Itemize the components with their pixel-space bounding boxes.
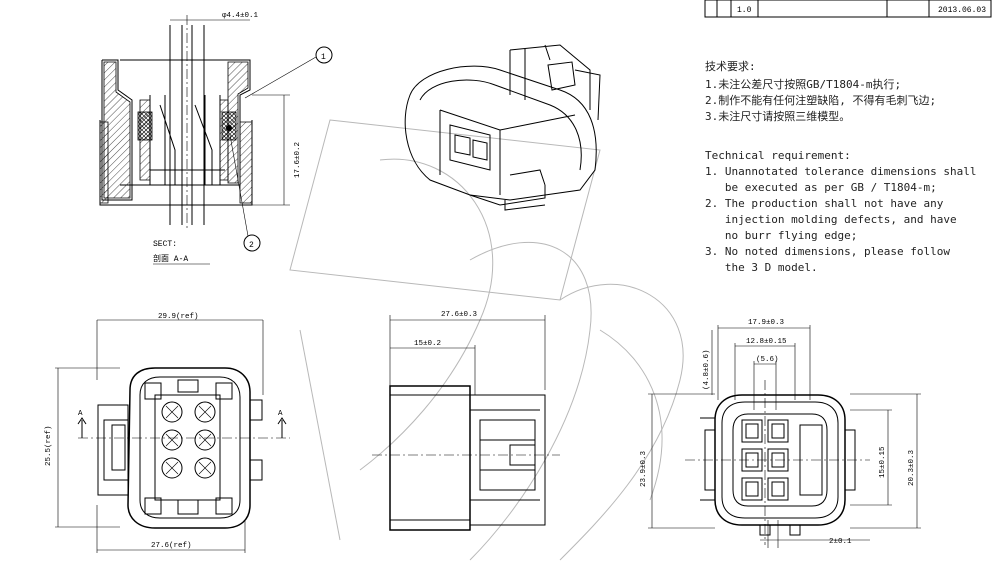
front-section-mark-right: A [278,410,283,418]
rear-dim-bottom: 2±0.1 [829,538,852,546]
requirements-en-heading: Technical requirement: [705,149,851,162]
rear-dim-vert-small: (4.8±0.6) [703,349,711,390]
rear-dim-top-1: 17.9±0.3 [748,319,785,327]
section-view: φ4.4±0.1 17.6±0.2 1 2 SECT: 剖面 A-A [99,12,333,265]
balloon-2 [243,234,261,252]
front-dim-left: 25.5(ref) [45,425,53,466]
title-block: 1.0 2013.06.03 [704,0,992,18]
front-view: 29.9(ref) 25.5(ref) 27.6(ref) [45,313,290,553]
balloon-1-text: 1 [321,53,326,62]
front-dim-bottom: 27.6(ref) [151,542,192,550]
front-section-mark-left: A [78,410,83,418]
requirements-en-item: 2. The production shall not have any inj… [705,197,957,242]
section-label-1: SECT: [153,240,177,249]
date-text: 2013.06.03 [938,6,986,15]
requirements-cn-item: 3.未注尺寸请按照三维模型。 [705,110,851,123]
isometric-view [404,44,601,211]
cavity-grid [161,401,216,479]
rear-dim-right-1: 15±0.15 [879,446,887,478]
rear-dim-right-2: 20.3±0.3 [908,449,916,486]
front-dim-top: 29.9(ref) [158,313,199,321]
balloon-1 [315,46,333,64]
rear-dim-left: 23.9±0.3 [640,450,648,487]
rear-view: 17.9±0.3 12.8±0.15 (5.6) (4.8±0.6) 23.9±… [640,319,921,548]
watermark [289,119,684,561]
rear-dim-top-3: (5.6) [756,356,779,364]
side-view: 27.6±0.3 15±0.2 [372,311,560,531]
requirements-en-item: 3. No noted dimensions, please follow th… [705,245,951,274]
requirements-cn-item: 2.制作不能有任何注塑缺陷, 不得有毛刺飞边; [705,94,937,107]
dim-diameter: φ4.4±0.1 [222,12,259,20]
side-dim-total: 27.6±0.3 [441,311,478,319]
dim-height: 17.6±0.2 [294,142,302,178]
rear-dim-top-2: 12.8±0.15 [746,338,787,346]
requirements-en-item: 1. Unannotated tolerance dimensions shal… [705,165,977,194]
balloon-2-text: 2 [249,241,254,250]
revision-text: 1.0 [737,6,752,15]
section-label-2: 剖面 A-A [153,253,188,264]
requirements-cn-item: 1.未注公差尺寸按照GB/T1804-m执行; [705,78,902,91]
side-dim-partial: 15±0.2 [414,340,441,348]
requirements-cn-heading: 技术要求: [705,60,756,73]
